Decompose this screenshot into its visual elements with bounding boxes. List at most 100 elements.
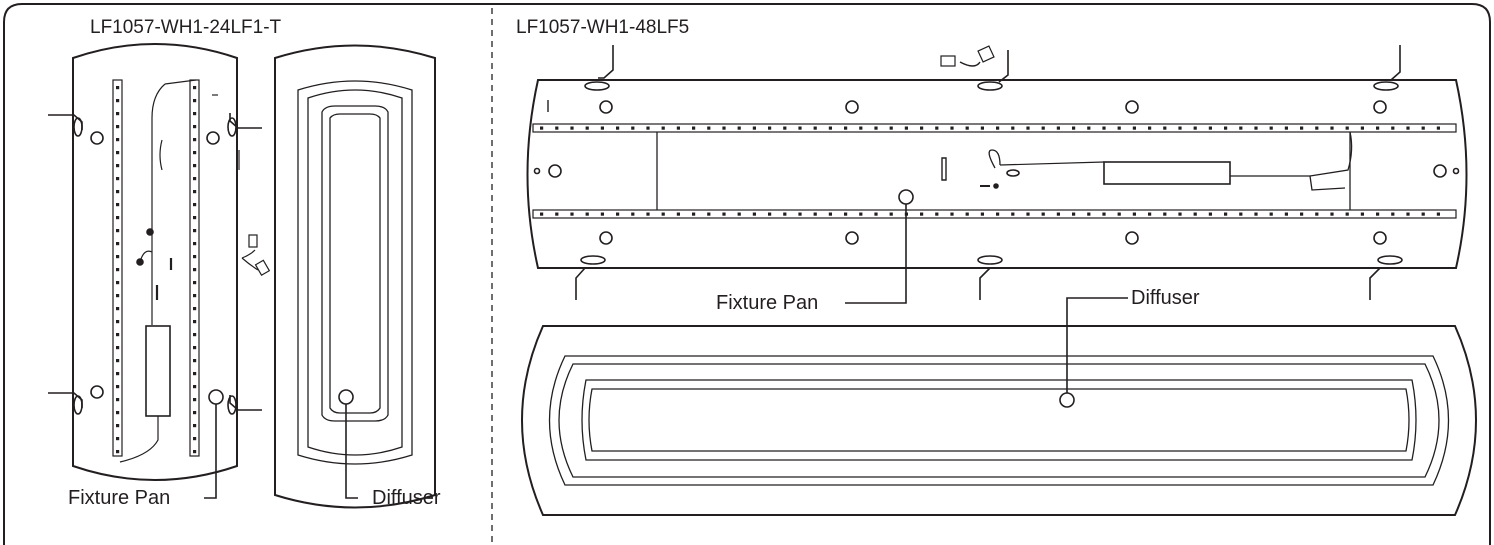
led-dot bbox=[540, 212, 544, 216]
led-dot bbox=[996, 212, 1000, 216]
led-dot bbox=[1102, 126, 1106, 130]
right-diffuser-label: Diffuser bbox=[1131, 287, 1200, 309]
led-dot bbox=[116, 190, 120, 194]
led-dot bbox=[1360, 212, 1364, 216]
led-dot bbox=[116, 203, 120, 207]
led-dot bbox=[707, 212, 711, 216]
led-dot bbox=[193, 333, 197, 337]
led-dot bbox=[631, 126, 635, 130]
right-fixture-pan-label: Fixture Pan bbox=[716, 292, 819, 314]
led-dot bbox=[555, 126, 559, 130]
led-dot bbox=[1208, 126, 1212, 130]
led-dot bbox=[116, 437, 120, 441]
led-dot bbox=[859, 126, 863, 130]
led-dot bbox=[707, 126, 711, 130]
led-dot bbox=[555, 212, 559, 216]
led-dot bbox=[965, 212, 969, 216]
right-model-title: LF1057-WH1-48LF5 bbox=[516, 17, 690, 38]
led-dot bbox=[1041, 126, 1045, 130]
led-dot bbox=[1254, 126, 1258, 130]
led-dot bbox=[193, 112, 197, 116]
led-dot bbox=[1421, 212, 1425, 216]
led-dot bbox=[540, 126, 544, 130]
led-dot bbox=[1421, 126, 1425, 130]
led-dot bbox=[585, 126, 589, 130]
led-dot bbox=[1163, 126, 1167, 130]
led-dot bbox=[116, 346, 120, 350]
led-dot bbox=[996, 126, 1000, 130]
led-dot bbox=[116, 151, 120, 155]
right-led-strip-b bbox=[540, 212, 1440, 216]
led-dot bbox=[193, 359, 197, 363]
left-model-title: LF1057-WH1-24LF1-T bbox=[90, 17, 282, 38]
led-dot bbox=[1436, 126, 1440, 130]
led-dot bbox=[1376, 126, 1380, 130]
left-diffuser bbox=[274, 44, 436, 509]
led-dot bbox=[116, 112, 120, 116]
led-dot bbox=[116, 281, 120, 285]
led-dot bbox=[1087, 126, 1091, 130]
led-dot bbox=[1208, 212, 1212, 216]
left-led-strip-b bbox=[193, 86, 197, 454]
led-dot bbox=[116, 216, 120, 220]
led-dot bbox=[1330, 212, 1334, 216]
led-dot bbox=[1224, 212, 1228, 216]
led-dot bbox=[116, 294, 120, 298]
led-dot bbox=[116, 320, 120, 324]
led-dot bbox=[116, 372, 120, 376]
led-dot bbox=[1300, 212, 1304, 216]
led-dot bbox=[116, 450, 120, 454]
led-dot bbox=[935, 126, 939, 130]
led-dot bbox=[116, 164, 120, 168]
led-dot bbox=[1193, 126, 1197, 130]
led-dot bbox=[1315, 212, 1319, 216]
led-dot bbox=[1178, 212, 1182, 216]
led-dot bbox=[570, 212, 574, 216]
led-dot bbox=[874, 212, 878, 216]
led-dot bbox=[965, 126, 969, 130]
right-diffuser bbox=[521, 297, 1477, 516]
led-dot bbox=[737, 212, 741, 216]
led-dot bbox=[116, 242, 120, 246]
led-dot bbox=[193, 190, 197, 194]
led-dot bbox=[1436, 212, 1440, 216]
led-dot bbox=[1072, 126, 1076, 130]
led-dot bbox=[692, 126, 696, 130]
led-dot bbox=[1391, 126, 1395, 130]
led-dot bbox=[676, 212, 680, 216]
led-dot bbox=[193, 307, 197, 311]
led-dot bbox=[116, 307, 120, 311]
led-dot bbox=[920, 212, 924, 216]
led-dot bbox=[116, 385, 120, 389]
led-dot bbox=[193, 411, 197, 415]
led-dot bbox=[980, 212, 984, 216]
led-dot bbox=[116, 138, 120, 142]
led-dot bbox=[980, 126, 984, 130]
led-dot bbox=[1254, 212, 1258, 216]
led-dot bbox=[783, 126, 787, 130]
led-dot bbox=[193, 294, 197, 298]
led-dot bbox=[950, 212, 954, 216]
led-dot bbox=[722, 126, 726, 130]
led-dot bbox=[116, 268, 120, 272]
led-dot bbox=[116, 398, 120, 402]
left-led-strip-a bbox=[116, 86, 120, 454]
led-dot bbox=[646, 212, 650, 216]
led-dot bbox=[828, 212, 832, 216]
led-dot bbox=[193, 320, 197, 324]
led-dot bbox=[1224, 126, 1228, 130]
led-dot bbox=[1345, 212, 1349, 216]
led-dot bbox=[193, 385, 197, 389]
led-dot bbox=[600, 212, 604, 216]
led-dot bbox=[1360, 126, 1364, 130]
led-dot bbox=[798, 126, 802, 130]
led-dot bbox=[193, 125, 197, 129]
led-dot bbox=[844, 126, 848, 130]
led-dot bbox=[1406, 212, 1410, 216]
led-dot bbox=[193, 99, 197, 103]
led-dot bbox=[193, 151, 197, 155]
led-dot bbox=[193, 437, 197, 441]
led-dot bbox=[616, 212, 620, 216]
led-dot bbox=[1011, 212, 1015, 216]
led-dot bbox=[768, 126, 772, 130]
